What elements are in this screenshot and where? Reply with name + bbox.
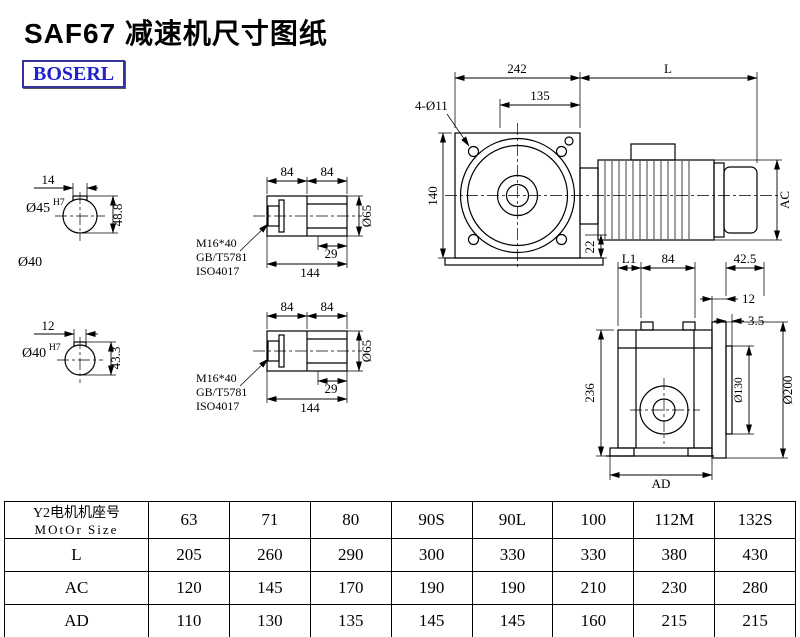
dim-d130: Ø130 xyxy=(733,377,745,403)
row-label: AD xyxy=(4,604,149,637)
value-cell: 205 xyxy=(148,538,230,572)
bore-tol-45: H7 xyxy=(53,198,65,208)
dim-AC: AC xyxy=(777,191,792,209)
shaft-end-view-bottom: 12 Ø40 H7 43.3 xyxy=(22,318,123,383)
dim-42-5: 42.5 xyxy=(734,251,757,266)
dim-d65: Ø65 xyxy=(359,340,374,362)
dim-236: 236 xyxy=(582,383,597,403)
table-row-AC: AC 120 145 170 190 190 210 230 280 xyxy=(4,571,796,605)
side-view: L1 84 42.5 12 3.5 236 Ø130 Ø200 AD xyxy=(582,251,795,491)
dim-84: 84 xyxy=(662,251,676,266)
dim-3-5: 3.5 xyxy=(748,313,764,328)
value-cell: 110 xyxy=(148,604,230,637)
value-cell: 380 xyxy=(633,538,716,572)
value-cell: 145 xyxy=(228,571,311,605)
dim-144: 144 xyxy=(300,265,320,280)
front-view: 242 L 135 4-Ø11 140 22 AC xyxy=(415,61,792,268)
header-label-cn: Y2电机机座号 xyxy=(32,506,121,521)
dim-84a: 84 xyxy=(281,164,295,179)
value-cell: 300 xyxy=(390,538,473,572)
bolt-std1: GB/T5781 xyxy=(196,385,247,399)
brand-logo: BOSERL xyxy=(22,60,126,88)
dim-29: 29 xyxy=(325,246,338,261)
value-cell: 160 xyxy=(552,604,635,637)
motor-size-cell: 80 xyxy=(309,501,392,539)
dim-48-8: 48.8 xyxy=(110,204,125,227)
dim-140: 140 xyxy=(425,186,440,206)
value-cell: 215 xyxy=(633,604,716,637)
dim-d200: Ø200 xyxy=(780,376,795,405)
motor-size-cell: 132S xyxy=(714,501,796,539)
bolt-spec: M16*40 xyxy=(196,236,237,250)
value-cell: 130 xyxy=(228,604,311,637)
dim-29: 29 xyxy=(325,381,338,396)
dim-22: 22 xyxy=(582,241,597,254)
dim-14: 14 xyxy=(42,172,56,187)
value-cell: 170 xyxy=(309,571,392,605)
dim-84b: 84 xyxy=(321,299,335,314)
motor-size-table: Y2电机机座号 MOtOr Size 63 71 80 90S 90L 100 … xyxy=(4,501,796,637)
dim-84a: 84 xyxy=(281,299,295,314)
table-row-L: L 205 260 290 300 330 330 380 430 xyxy=(4,538,796,572)
value-cell: 230 xyxy=(633,571,716,605)
value-cell: 145 xyxy=(390,604,473,637)
dim-12-flange: 12 xyxy=(742,291,755,306)
value-cell: 145 xyxy=(471,604,554,637)
value-cell: 330 xyxy=(471,538,554,572)
value-cell: 210 xyxy=(552,571,635,605)
od-label-40: Ø40 xyxy=(18,255,42,270)
technical-drawing: 242 L 135 4-Ø11 140 22 AC 1 xyxy=(18,61,795,491)
bore-label-40: Ø40 xyxy=(22,346,46,361)
shaft-end-view-top: 14 Ø45 H7 48.8 Ø40 xyxy=(18,172,125,270)
shaft-side-view-top: 84 84 29 144 Ø65 M16*40 GB/T5781 ISO4017 xyxy=(196,164,374,280)
holes-callout: 4-Ø11 xyxy=(415,98,448,113)
page-title: SAF67 减速机尺寸图纸 xyxy=(24,18,328,49)
motor-size-cell: 100 xyxy=(552,501,635,539)
dim-43-3: 43.3 xyxy=(108,347,123,370)
bore-label-45: Ø45 xyxy=(26,201,50,216)
motor-size-cell: 90S xyxy=(390,501,473,539)
value-cell: 190 xyxy=(471,571,554,605)
bolt-std2: ISO4017 xyxy=(196,399,239,413)
dim-L: L xyxy=(664,61,672,76)
value-cell: 215 xyxy=(714,604,796,637)
motor-size-cell: 63 xyxy=(148,501,230,539)
dim-d65: Ø65 xyxy=(359,205,374,227)
value-cell: 135 xyxy=(309,604,392,637)
bore-tol-40: H7 xyxy=(49,343,61,353)
table-row-header: Y2电机机座号 MOtOr Size 63 71 80 90S 90L 100 … xyxy=(4,501,796,539)
value-cell: 280 xyxy=(714,571,796,605)
motor-size-cell: 90L xyxy=(471,501,554,539)
value-cell: 120 xyxy=(148,571,230,605)
table-row-AD: AD 110 130 135 145 145 160 215 215 xyxy=(4,604,796,637)
value-cell: 430 xyxy=(714,538,796,572)
row-label: AC xyxy=(4,571,149,605)
motor-size-cell: 71 xyxy=(228,501,311,539)
header-label-en: MOtOr Size xyxy=(34,522,119,537)
value-cell: 330 xyxy=(552,538,635,572)
row-label: L xyxy=(4,538,149,572)
dim-12-keyway: 12 xyxy=(42,318,55,333)
value-cell: 290 xyxy=(309,538,392,572)
dim-242: 242 xyxy=(507,61,527,76)
dim-L1: L1 xyxy=(622,251,636,266)
dim-144: 144 xyxy=(300,400,320,415)
dim-135: 135 xyxy=(530,88,550,103)
bolt-std2: ISO4017 xyxy=(196,264,239,278)
value-cell: 190 xyxy=(390,571,473,605)
motor-size-cell: 112M xyxy=(633,501,716,539)
bolt-std1: GB/T5781 xyxy=(196,250,247,264)
dim-84b: 84 xyxy=(321,164,335,179)
value-cell: 260 xyxy=(228,538,311,572)
header-label-cell: Y2电机机座号 MOtOr Size xyxy=(4,501,149,539)
shaft-side-view-bottom: 84 84 29 144 Ø65 M16*40 GB/T5781 ISO4017 xyxy=(196,299,374,415)
bolt-spec: M16*40 xyxy=(196,371,237,385)
dim-AD: AD xyxy=(652,476,671,491)
